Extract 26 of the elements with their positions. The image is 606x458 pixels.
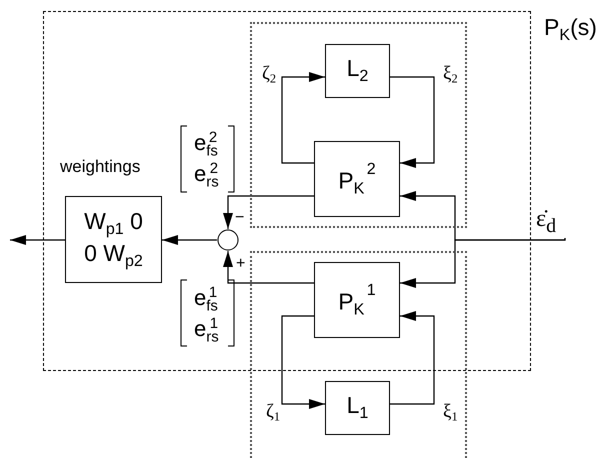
block-box <box>314 262 400 338</box>
edge-label: ξ$_{1}$ <box>443 402 458 424</box>
block-caption: weightings <box>60 157 140 177</box>
edge-label: ξ$_{2}$ <box>443 64 458 86</box>
block-label: L$_{1}$ <box>346 392 368 424</box>
block-box <box>325 44 390 98</box>
block-label: 0 W$_{p2}$ <box>84 240 143 271</box>
signal-arrow <box>10 235 65 245</box>
block-label: L$_{2}$ <box>346 55 368 87</box>
summing-junction <box>217 229 239 251</box>
signal-arrow <box>390 76 435 168</box>
edge-label: ζ$_{2}$ <box>262 64 276 86</box>
signal-arrow <box>223 251 314 284</box>
block-box <box>325 381 390 435</box>
signal-arrow <box>400 238 566 288</box>
signal-arrow <box>281 72 325 164</box>
block-label: W$_{p1}$ 0 <box>84 208 143 240</box>
block-title: P$_{K}$(s) <box>544 14 597 45</box>
edge-label: ζ$_{1}$ <box>266 402 280 424</box>
signal-arrow <box>390 311 435 405</box>
input-signal-label: ε̇$_{d}$ <box>536 206 572 238</box>
block-box <box>314 141 400 217</box>
signal-arrow <box>281 315 325 409</box>
signal-arrow <box>162 235 217 245</box>
dotted-boundary <box>250 22 467 228</box>
signal-arrow <box>223 195 314 229</box>
